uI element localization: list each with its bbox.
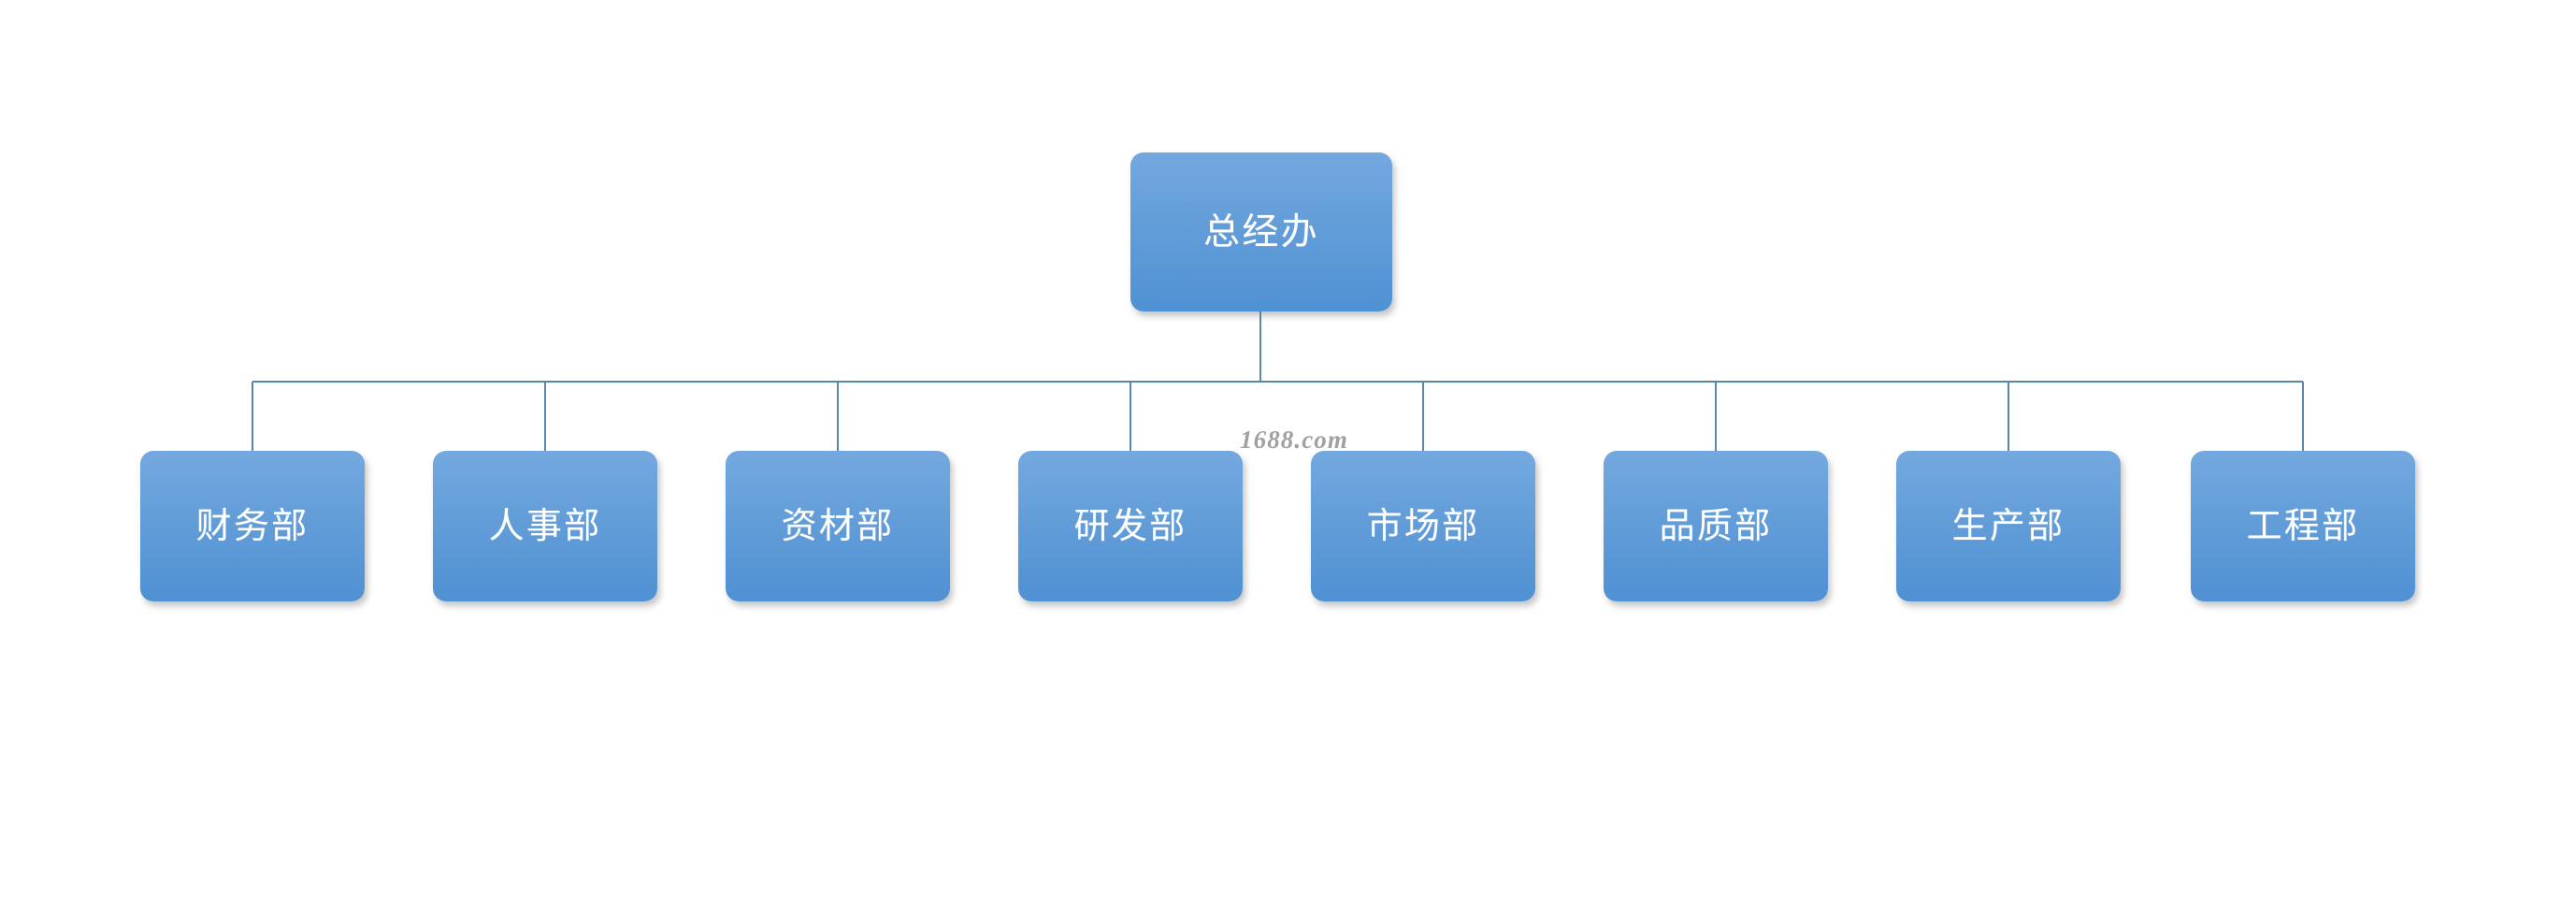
org-node-dept-rnd[interactable]: 研发部 xyxy=(1018,451,1243,601)
org-node-dept-materials[interactable]: 资材部 xyxy=(726,451,950,601)
org-node-root[interactable]: 总经办 xyxy=(1130,152,1392,311)
org-node-dept-marketing-label: 市场部 xyxy=(1366,506,1480,546)
org-node-dept-marketing[interactable]: 市场部 xyxy=(1311,451,1535,601)
org-node-dept-hr-label: 人事部 xyxy=(488,506,602,546)
org-node-dept-quality-label: 品质部 xyxy=(1659,506,1773,546)
org-node-dept-finance-label: 财务部 xyxy=(195,506,309,546)
org-node-dept-hr[interactable]: 人事部 xyxy=(433,451,657,601)
org-node-dept-rnd-label: 研发部 xyxy=(1073,506,1187,546)
org-node-dept-production-label: 生产部 xyxy=(1951,506,2065,546)
org-node-root-label: 总经办 xyxy=(1202,211,1320,253)
org-node-dept-production[interactable]: 生产部 xyxy=(1896,451,2121,601)
org-node-dept-quality[interactable]: 品质部 xyxy=(1604,451,1828,601)
org-node-dept-materials-label: 资材部 xyxy=(781,506,895,546)
org-node-dept-engineering[interactable]: 工程部 xyxy=(2191,451,2415,601)
org-node-dept-finance[interactable]: 财务部 xyxy=(140,451,365,601)
org-node-dept-engineering-label: 工程部 xyxy=(2246,506,2360,546)
